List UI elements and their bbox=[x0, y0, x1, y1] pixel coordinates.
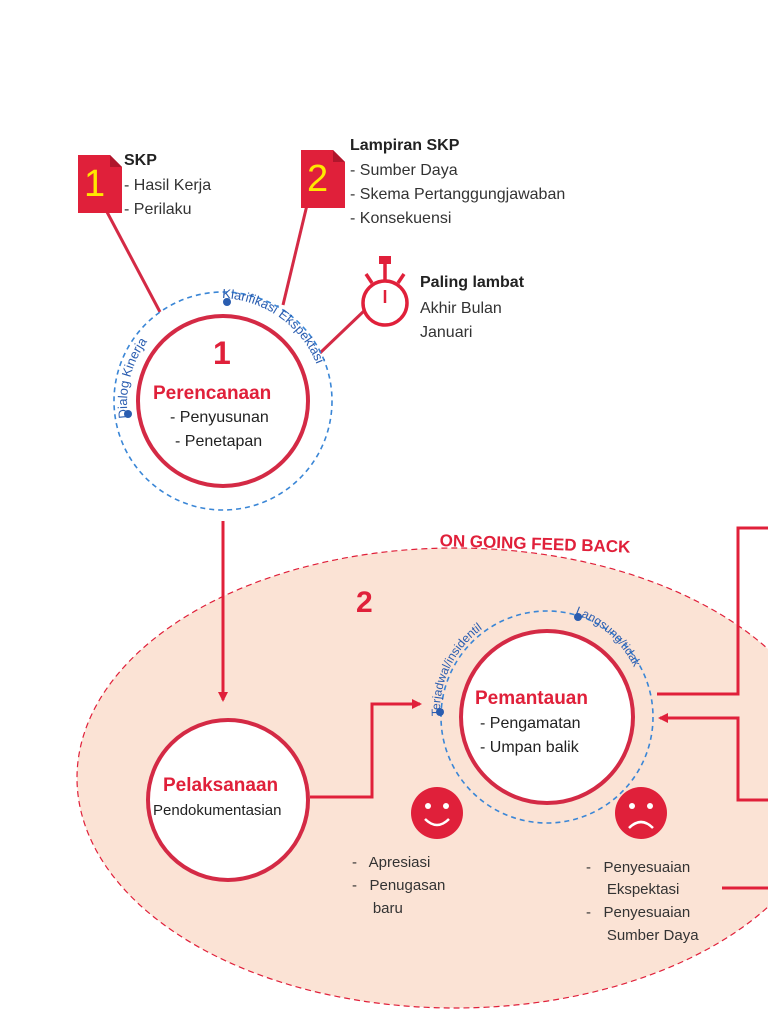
planning-item-1: - Penyusunan bbox=[170, 409, 269, 426]
sad-face-icon bbox=[615, 787, 667, 839]
happy-item-3: baru bbox=[352, 900, 403, 917]
doc1-number: 1 bbox=[84, 163, 106, 205]
monitoring-dashed-ring bbox=[440, 610, 654, 824]
doc2-item-2: - Skema Pertanggungjawaban bbox=[350, 186, 566, 203]
loop-in-arrow bbox=[658, 713, 768, 802]
timer-line-1: Akhir Bulan bbox=[420, 300, 502, 317]
sad-item-2: Ekspektasi bbox=[586, 881, 680, 898]
document-1-icon bbox=[78, 155, 122, 213]
doc2-title: Lampiran SKP bbox=[350, 137, 460, 154]
doc2-number: 2 bbox=[307, 158, 329, 200]
stopwatch-icon bbox=[361, 256, 409, 327]
arrow-exec-to-monitor bbox=[310, 699, 422, 799]
connector-timer bbox=[318, 308, 367, 355]
happy-item-2: - Penugasan bbox=[352, 877, 446, 894]
execution-subtitle: Pendokumentasian bbox=[153, 802, 282, 819]
timer-title: Paling lambat bbox=[420, 274, 525, 291]
planning-title: Perencanaan bbox=[153, 383, 272, 404]
planning-circle bbox=[136, 314, 310, 488]
feedback-number: 2 bbox=[356, 586, 373, 619]
loop-out-line bbox=[657, 526, 768, 696]
connector-skp bbox=[105, 211, 162, 313]
sad-item-4: Sumber Daya bbox=[586, 927, 699, 944]
happy-face-icon bbox=[411, 787, 463, 839]
sad-item-3: - Penyesuaian bbox=[586, 904, 691, 921]
doc1-item-2: - Perilaku bbox=[124, 201, 192, 218]
sad-item-1: - Penyesuaian bbox=[586, 859, 691, 876]
monitoring-item-2: - Umpan balik bbox=[480, 739, 579, 756]
planning-number: 1 bbox=[213, 335, 231, 371]
planning-item-2: - Penetapan bbox=[175, 433, 263, 450]
execution-title: Pelaksanaan bbox=[163, 775, 279, 796]
timer-line-2: Januari bbox=[420, 324, 473, 341]
monitoring-circle bbox=[459, 629, 635, 805]
doc1-item-1: - Hasil Kerja bbox=[124, 177, 212, 194]
monitoring-item-1: - Pengamatan bbox=[480, 715, 581, 732]
monitoring-title: Pemantauan bbox=[475, 688, 588, 709]
doc2-item-1: - Sumber Daya bbox=[350, 162, 458, 179]
doc2-item-3: - Konsekuensi bbox=[350, 210, 452, 227]
planning-dashed-ring bbox=[113, 291, 333, 511]
document-2-icon bbox=[301, 150, 345, 208]
happy-item-1: - Apresiasi bbox=[352, 854, 431, 871]
connector-lampiran bbox=[281, 204, 309, 306]
execution-circle bbox=[146, 718, 310, 882]
doc1-title: SKP bbox=[124, 152, 157, 169]
